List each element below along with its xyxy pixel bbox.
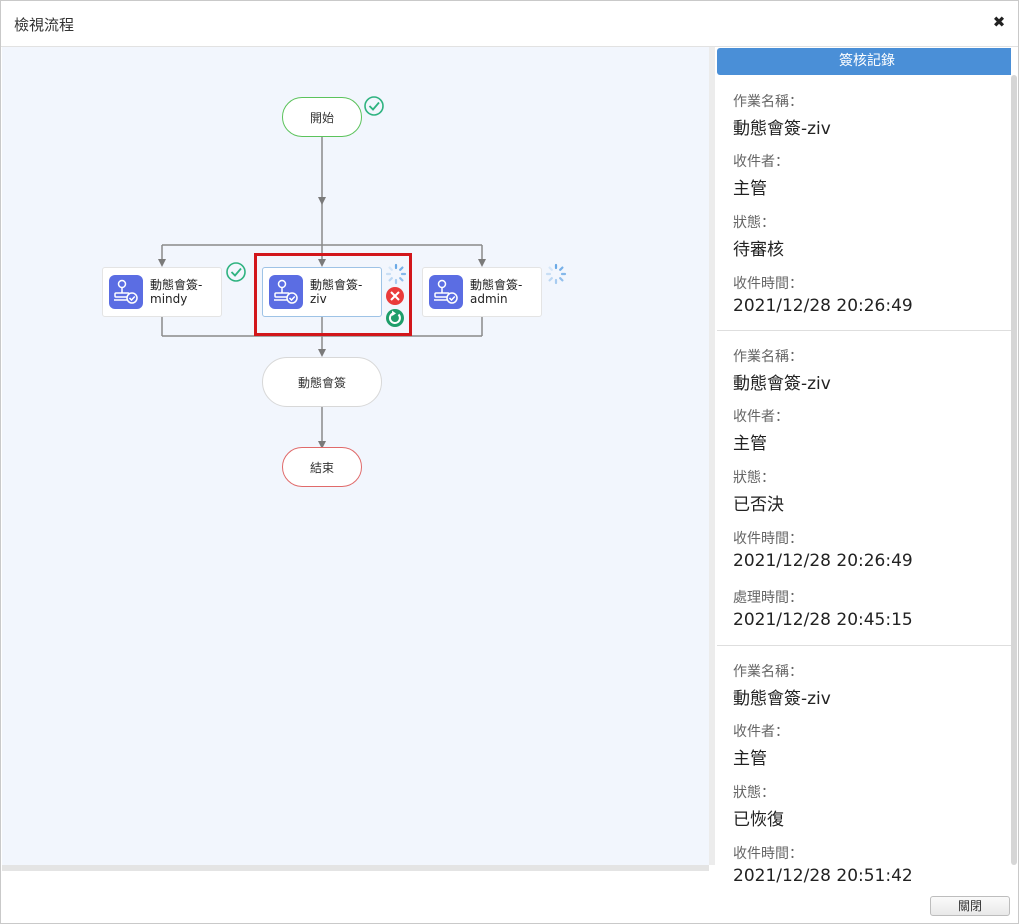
task-node-ziv[interactable]: 動態會簽- ziv (262, 267, 382, 317)
close-button[interactable]: 關閉 (930, 896, 1010, 916)
selected-node-highlight (254, 253, 412, 336)
record-divider (717, 645, 1011, 646)
check-circle-icon (364, 96, 384, 116)
canvas-vertical-scrollbar[interactable] (709, 47, 715, 865)
close-icon[interactable]: ✖ (992, 13, 1006, 31)
loading-spinner-icon (545, 263, 567, 285)
approval-stamp-icon (269, 275, 303, 309)
merge-node-label: 動態會簽 (297, 375, 346, 390)
record-divider (717, 330, 1011, 331)
record-item: 作業名稱： 動態會簽-ziv 收件者： 主管 狀態： 待審核 收件時間： 202… (733, 94, 913, 316)
flow-connectors (158, 137, 486, 449)
start-node-label: 開始 (309, 110, 334, 125)
reject-icon[interactable] (385, 286, 405, 306)
task-node-admin[interactable]: 動態會簽- admin (422, 267, 542, 317)
loading-spinner-icon (385, 263, 407, 285)
task-label: 動態會簽- admin (470, 278, 523, 306)
dialog-titlebar: 檢視流程 ✖ (1, 1, 1018, 47)
approval-stamp-icon (109, 275, 143, 309)
panel-vertical-scrollbar[interactable] (1011, 75, 1017, 895)
dialog-footer (1, 895, 1018, 923)
merge-node[interactable]: 動態會簽 (262, 357, 382, 407)
resume-icon[interactable] (385, 308, 405, 328)
flow-canvas[interactable]: 開始 動態會簽- (2, 47, 709, 865)
approval-record-panel: 簽核記錄 作業名稱： 動態會簽-ziv 收件者： 主管 狀態： 待審核 收件時間… (715, 47, 1011, 895)
start-node[interactable]: 開始 (282, 97, 362, 137)
end-node[interactable]: 結束 (282, 447, 362, 487)
dialog-title: 檢視流程 (14, 16, 75, 34)
panel-title: 簽核記錄 (717, 48, 1011, 75)
record-item: 作業名稱： 動態會簽-ziv 收件者： 主管 狀態： 已否決 收件時間： 202… (733, 349, 913, 630)
task-label: 動態會簽- mindy (150, 278, 203, 306)
scrollbar-thumb[interactable] (1011, 75, 1017, 865)
end-node-label: 結束 (309, 460, 334, 475)
check-circle-icon (226, 262, 246, 282)
task-node-mindy[interactable]: 動態會簽- mindy (102, 267, 222, 317)
approval-stamp-icon (429, 275, 463, 309)
canvas-horizontal-scrollbar[interactable] (2, 865, 709, 871)
task-label: 動態會簽- ziv (310, 278, 363, 306)
record-item: 作業名稱： 動態會簽-ziv 收件者： 主管 狀態： 已恢復 收件時間： 202… (733, 664, 913, 886)
